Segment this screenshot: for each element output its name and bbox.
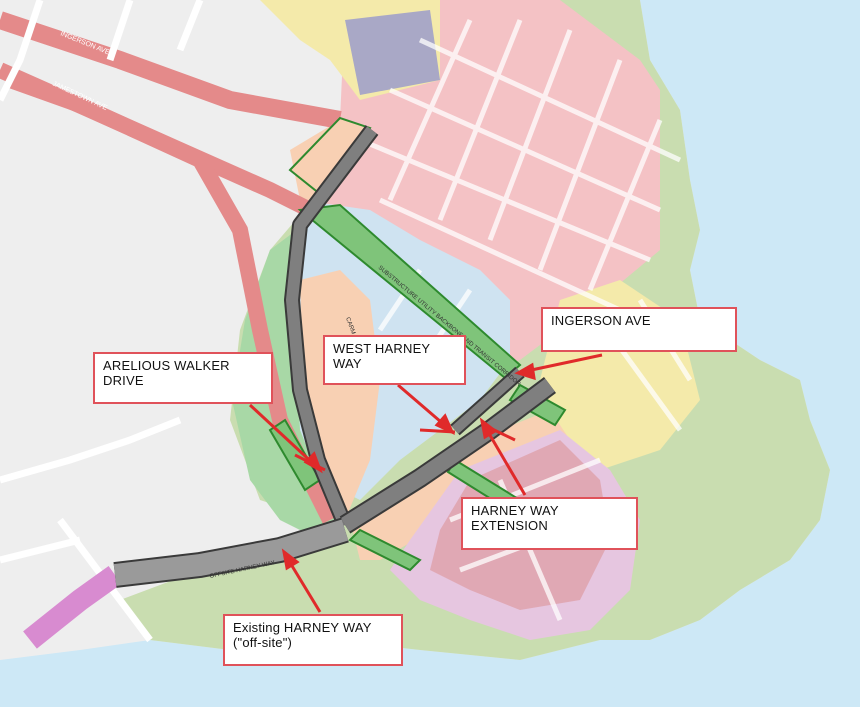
callout-harney-ext-line1: HARNEY WAY (471, 503, 559, 518)
callout-west-harney-line1: WEST HARNEY (333, 341, 431, 356)
callout-existing-line1: Existing HARNEY WAY (233, 620, 372, 635)
callout-arelious-line2: DRIVE (103, 373, 144, 388)
local-roads (0, 0, 204, 643)
callout-ingerson-line1: INGERSON AVE (551, 313, 651, 328)
callout-west-harney-line2: WAY (333, 356, 362, 371)
purple-block (345, 10, 440, 95)
callout-arelious-walker-drive: ARELIOUS WALKER DRIVE (93, 352, 273, 404)
callout-arrows (248, 353, 603, 613)
callout-west-harney-way: WEST HARNEY WAY (323, 335, 466, 385)
callout-existing-harney-way: Existing HARNEY WAY ("off-site") (223, 614, 403, 666)
callout-harney-way-extension: HARNEY WAY EXTENSION (461, 497, 638, 550)
green-corridors (268, 116, 567, 572)
bay-water-east (560, 0, 860, 707)
label-small: CARM (344, 317, 356, 336)
callout-existing-line2: ("off-site") (233, 635, 293, 650)
project-roads (113, 125, 556, 588)
callout-harney-ext-line2: EXTENSION (471, 518, 548, 533)
callout-arelious-line1: ARELIOUS WALKER (103, 358, 230, 373)
existing-road-purple (23, 566, 122, 649)
callout-ingerson-ave: INGERSON AVE (541, 307, 737, 352)
